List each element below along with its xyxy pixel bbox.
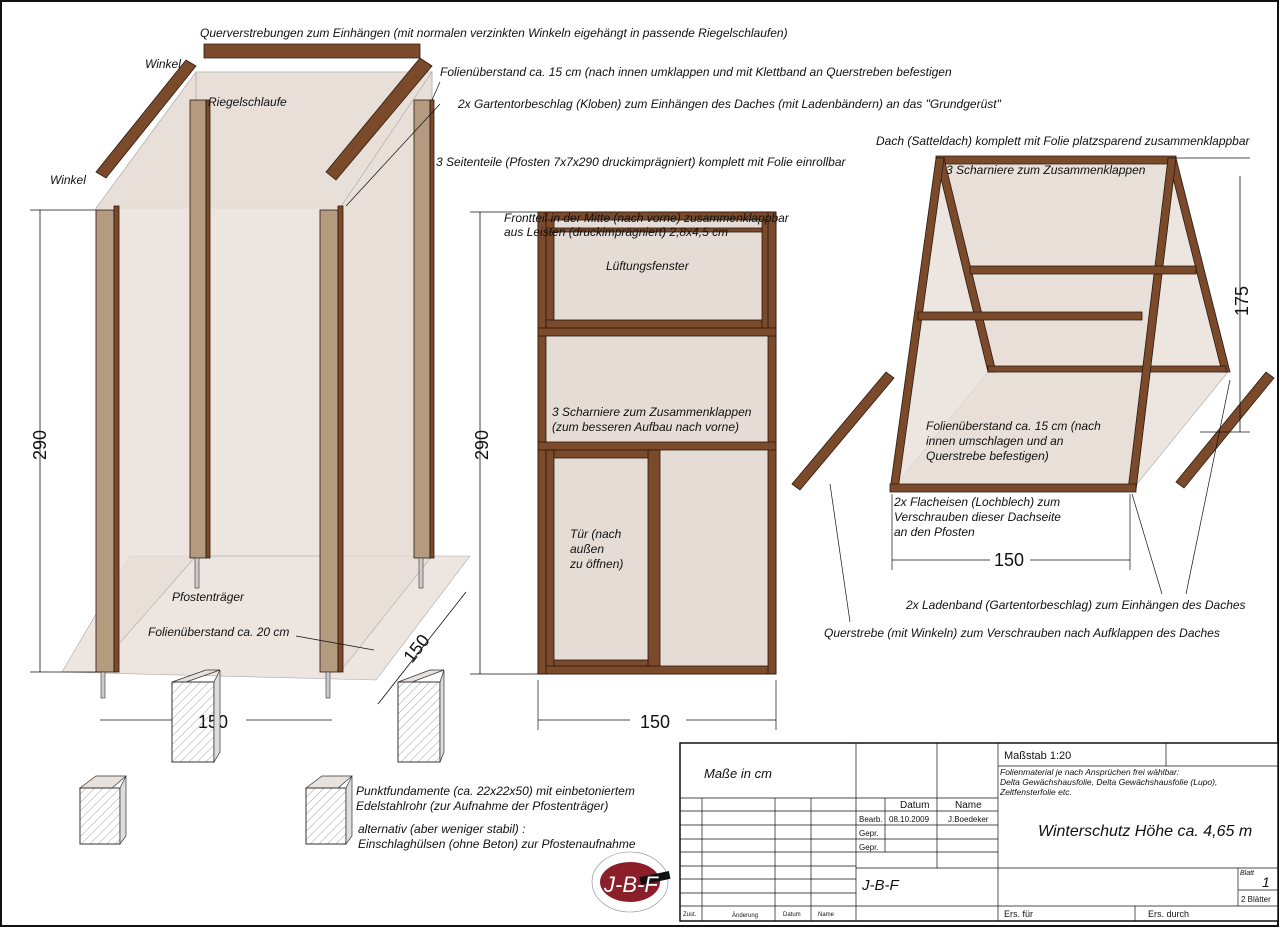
door-2: außen [570,542,604,556]
roof-flach-1: 2x Flacheisen (Lochblech) zum [893,495,1060,509]
material-2: Delta Gewächshausfolie, Delta Gewächshau… [1000,777,1217,787]
foundation-line-1: Punktfundamente (ca. 22x22x50) mit einbe… [356,784,635,798]
col-zust: Zust. [683,912,697,918]
post-back-right [413,99,431,559]
beam-left [95,59,197,179]
roof-folie-2: innen umschlagen und an [926,434,1064,448]
front-hinges-1: 3 Scharniere zum Zusammenklappen [552,405,752,419]
roof-querstrebe: Querstrebe (mit Winkeln) zum Verschraube… [824,626,1220,640]
drawing-title: Winterschutz Höhe ca. 4,65 m [1038,823,1252,840]
gepr-2: Gepr. [859,843,879,852]
logo-text: J-B-F [603,872,659,897]
dim-width-roof: 150 [994,550,1024,570]
units-label: Maße in cm [704,766,772,781]
label-gartentor: 2x Gartentorbeschlag (Kloben) zum Einhän… [457,97,1002,111]
foundations [78,669,445,846]
roof-ladenband: 2x Ladenband (Gartentorbeschlag) zum Ein… [905,598,1246,612]
col-name: Name [955,800,982,811]
roof-hinges: 3 Scharniere zum Zusammenklappen [946,163,1146,177]
label-crossbars: Querverstrebungen zum Einhängen (mit nor… [200,26,788,40]
post-front-left [95,209,115,673]
front-title-2: aus Leisten (druckimprägniert) 2,8x4,5 c… [504,225,728,239]
material-3: Zeltfensterfolie etc. [999,787,1072,797]
label-window: Lüftungsfenster [606,259,690,273]
base-frame-drawing: 290 150 150 [30,43,471,732]
label-pfostentraeger: Pfostenträger [172,590,245,604]
blatt-label: Blatt [1240,870,1255,877]
bearb-label: Bearb. [859,815,883,824]
front-title-1: Frontteil in der Mitte (nach vorne) zusa… [504,211,790,225]
roof-drawing: 175 150 [791,155,1275,623]
label-riegelschlaufe: Riegelschlaufe [208,95,287,109]
scale-label: Maßstab 1:20 [1004,750,1071,762]
roof-folie-1: Folienüberstand ca. 15 cm (nach [926,419,1101,433]
door-3: zu öffnen) [569,557,623,571]
crossbar-loose-left [791,371,895,491]
beam-right [325,57,433,181]
gepr-1: Gepr. [859,829,879,838]
col-datum-change: Datum [783,912,801,918]
foundation-block [171,669,221,764]
col-name-change: Name [818,912,835,918]
foundation-block [397,669,445,763]
roof-folie-3: Querstrebe befestigen) [926,449,1049,463]
label-folie-20: Folienüberstand ca. 20 cm [148,625,289,639]
material-1: Folienmaterial je nach Ansprüchen frei w… [1000,767,1180,777]
door-1: Tür (nach [570,527,622,541]
foundation-line-4: Einschlaghülsen (ohne Beton) zur Pfosten… [358,837,636,851]
crossbar-top [203,43,421,59]
foundation-line-3: alternativ (aber weniger stabil) : [358,822,525,836]
front-hinges-2: (zum besseren Aufbau nach vorne) [552,420,739,434]
col-datum: Datum [900,800,929,811]
post-front-right [319,209,339,673]
blatt-number: 1 [1262,874,1270,890]
label-seitenteile: 3 Seitenteile (Pfosten 7x7x290 druckimpr… [436,155,847,169]
post-back-left [189,99,207,559]
dim-height-roof: 175 [1232,286,1252,316]
foundation-line-2: Edelstahlrohr (zur Aufnahme der Pfostent… [356,799,608,813]
label-winkel-bottom: Winkel [50,173,86,187]
roof-flach-2: Verschrauben dieser Dachseite [894,510,1061,524]
bearb-date: 08.10.2009 [889,815,930,824]
col-aenderung: Änderung [732,912,758,919]
company-label: J-B-F [861,877,899,894]
dim-width-front: 150 [640,712,670,732]
label-folie-15: Folienüberstand ca. 15 cm (nach innen um… [440,65,952,79]
front-panel-drawing: 290 150 [470,211,777,732]
foundation-sleeve [304,775,353,846]
ers-durch: Ers. durch [1148,909,1189,919]
label-winkel-top: Winkel [145,57,181,71]
crossbar-loose-right [1175,371,1275,489]
ers-fuer: Ers. für [1004,909,1033,919]
roof-flach-3: an den Pfosten [894,525,975,539]
foundation-sleeve [78,775,127,846]
bearb-name: J.Boedeker [948,815,989,824]
jbf-logo: J-B-F [591,851,671,913]
roof-title: Dach (Satteldach) komplett mit Folie pla… [876,134,1251,148]
dim-height-front: 290 [472,430,492,460]
dim-height-left: 290 [30,430,50,460]
title-block: Maße in cm Maßstab 1:20 Folienmaterial j… [679,742,1279,922]
blatt-total: 2 Blätter [1241,895,1271,904]
